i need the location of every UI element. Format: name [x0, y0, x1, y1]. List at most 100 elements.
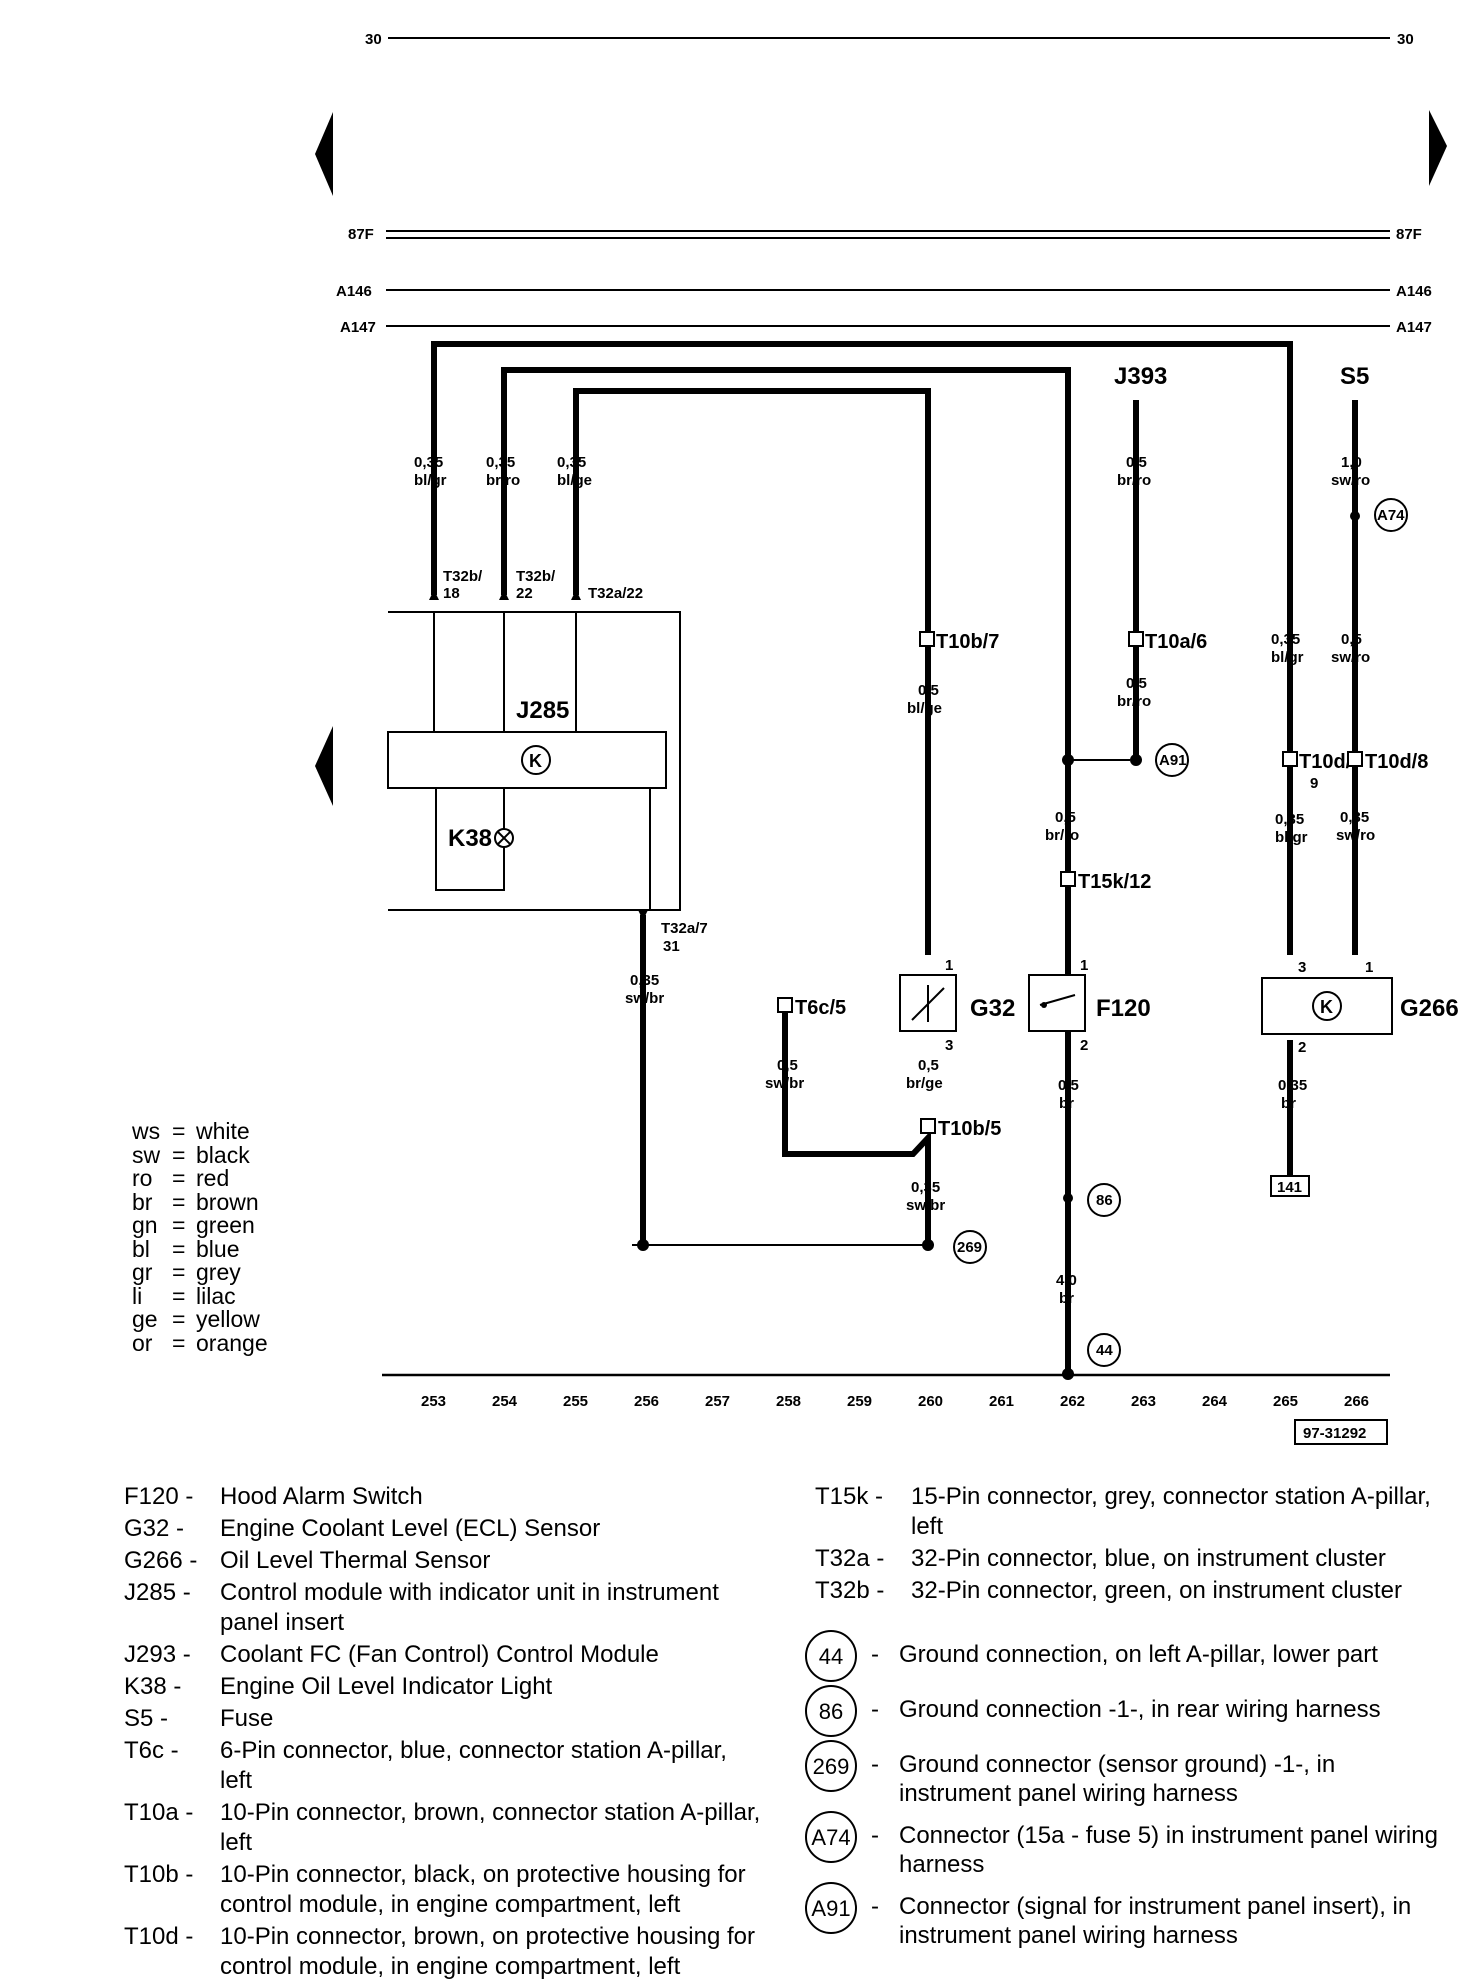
plug-icon [1282, 751, 1298, 767]
wire-size: 0,35 [1271, 631, 1300, 648]
column-number: 255 [563, 1393, 588, 1410]
key-row: 86-Ground connection -1-, in rear wiring… [805, 1685, 1445, 1737]
wire-color: br/ro [1117, 693, 1151, 710]
junction-dot [1062, 754, 1074, 766]
key-desc: Oil Level Thermal Sensor [220, 1547, 491, 1574]
key-desc: Ground connection -1-, in rear wiring ha… [899, 1696, 1381, 1723]
plug-icon [1060, 871, 1076, 887]
wire-size: 0,5 [1055, 809, 1076, 826]
wire-color: br/ro [1045, 827, 1079, 844]
pin: 1 [1365, 959, 1373, 976]
key-code: T6c - [124, 1737, 179, 1764]
legend-code: ge [132, 1306, 158, 1332]
plug-icon [1128, 631, 1144, 647]
wire-size: 0,5 [918, 682, 939, 699]
plug-icon [1347, 751, 1363, 767]
key-row: T10d -10-Pin connector, brown, on protec… [124, 1922, 764, 1982]
svg-text:K: K [529, 751, 542, 771]
pin: 2 [1298, 1039, 1306, 1056]
wire-size: 0,35 [486, 454, 515, 471]
key-row: K38 - Engine Oil Level Indicator Light [124, 1672, 764, 1702]
legend-color: green [196, 1212, 255, 1238]
column-number: 261 [989, 1393, 1014, 1410]
legend-row: br=brown [132, 1188, 259, 1215]
connector-t32a7: T32a/7 [661, 920, 708, 937]
key-code: J285 - [124, 1579, 191, 1606]
column-number: 257 [705, 1393, 730, 1410]
wire-color: br/ge [906, 1075, 943, 1092]
wire-size: 4,0 [1056, 1272, 1077, 1289]
f120-label: F120 [1096, 995, 1151, 1022]
j285-label: J285 [516, 697, 569, 724]
column-number: 262 [1060, 1393, 1085, 1410]
plug-icon [920, 1118, 936, 1134]
f120-switch: F120 [1028, 974, 1151, 1032]
wire-color: bl/gr [1275, 829, 1308, 846]
junction-dot [1350, 511, 1360, 521]
key-row: T10b -10-Pin connector, black, on protec… [124, 1860, 764, 1920]
junction-dot [1063, 1193, 1073, 1203]
badge-text: 269 [957, 1239, 982, 1256]
legend-code: br [132, 1188, 153, 1215]
wire-color: sw/br [625, 990, 664, 1007]
legend-row: gn=green [132, 1212, 255, 1238]
connector-pin: 9 [1310, 775, 1318, 792]
s5-label: S5 [1340, 363, 1369, 390]
connector-badge: A74 [805, 1811, 857, 1863]
key-code: K38 - [124, 1673, 182, 1700]
junction-dot [922, 1239, 934, 1251]
key-code: T10b - [124, 1861, 194, 1888]
g266-label: G266 [1400, 995, 1459, 1022]
figure-id-box [1294, 1419, 1388, 1445]
legend-color: black [196, 1141, 250, 1168]
connector-t6c5: T6c/5 [795, 997, 846, 1019]
pin: 3 [1298, 959, 1306, 976]
wire-br-ro-loop [501, 367, 1071, 1000]
wiring-diagram: 30 30 87F 87F A146 A146 A147 A147 K [315, 31, 1459, 1445]
rail-a147-right-label: A147 [1396, 319, 1432, 336]
connector-t15k12: T15k/12 [1078, 871, 1151, 893]
g266-sensor: K G266 [1261, 977, 1459, 1035]
key-desc: Engine Oil Level Indicator Light [220, 1673, 553, 1700]
wire-bl-ge-loop [573, 388, 931, 955]
key-row: A91-Connector (signal for instrument pan… [805, 1882, 1445, 1950]
legend-code: or [132, 1329, 153, 1356]
ground-badge: 269 [805, 1740, 857, 1792]
key-desc: Connector (signal for instrument panel i… [899, 1893, 1412, 1949]
key-desc: 10-Pin connector, brown, connector stati… [220, 1799, 761, 1856]
key-code: T32a - [815, 1545, 885, 1572]
ground-badge: 44 [805, 1630, 857, 1682]
column-number: 256 [634, 1393, 659, 1410]
reference-141-box [1270, 1175, 1310, 1197]
connector-a74-badge [1374, 498, 1408, 532]
key-row: G32 -Engine Coolant Level (ECL) Sensor [124, 1514, 764, 1544]
legend-row: ge=yellow [132, 1306, 260, 1332]
key-desc: Engine Coolant Level (ECL) Sensor [220, 1515, 601, 1542]
legend-code: ws [132, 1118, 161, 1144]
continuation-arrow-right-icon [1429, 110, 1447, 186]
wire-color: sw/ro [1331, 472, 1370, 489]
pin-labels: 1 3 1 2 3 1 2 [945, 957, 1373, 1056]
rail-87f-left-label: 87F [348, 226, 374, 243]
key-row: 44-Ground connection, on left A-pillar, … [805, 1630, 1445, 1682]
wire-size: 0,35 [557, 454, 586, 471]
legend-color: blue [196, 1235, 240, 1262]
wire-color: sw/ro [1331, 649, 1370, 666]
legend-color: orange [196, 1329, 268, 1356]
column-numbers: 253 254 255 256 257 258 259 260 261 262 … [421, 1393, 1369, 1410]
connector-t32b22: T32b/ [516, 568, 556, 585]
legend-row: bl=blue [132, 1235, 240, 1262]
key-row: J293 -Coolant FC (Fan Control) Control M… [124, 1640, 764, 1670]
key-row: 269-Ground connector (sensor ground) -1-… [805, 1740, 1445, 1808]
key-code: T15k - [815, 1483, 884, 1510]
connector-t32b18: T32b/ [443, 568, 483, 585]
key-row: G266 -Oil Level Thermal Sensor [124, 1546, 764, 1576]
key-desc: Coolant FC (Fan Control) Control Module [220, 1641, 659, 1668]
wire-size: 0,35 [1340, 809, 1369, 826]
legend-color: yellow [196, 1306, 260, 1332]
legend-row: sw=black [132, 1141, 250, 1168]
wire-color: sw/ro [1336, 827, 1375, 844]
wire-color: sw/br [765, 1075, 804, 1092]
rail-a146-right-label: A146 [1396, 283, 1432, 300]
